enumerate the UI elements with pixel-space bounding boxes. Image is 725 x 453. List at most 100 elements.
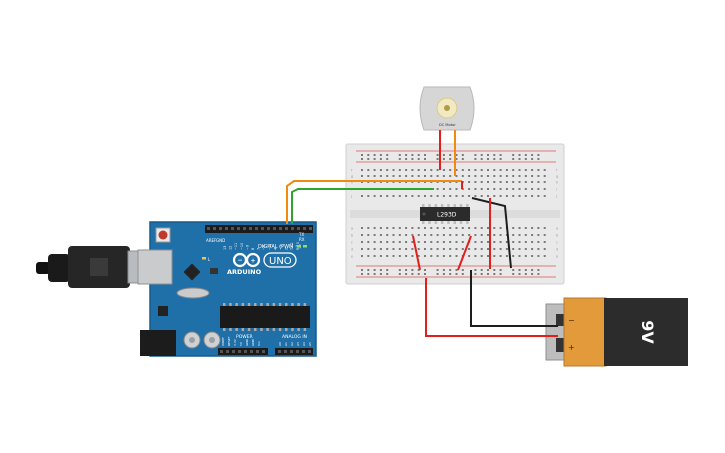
- terminal-hole[interactable]: [468, 227, 471, 229]
- terminal-hole[interactable]: [417, 195, 420, 197]
- terminal-hole[interactable]: [436, 227, 439, 229]
- terminal-hole[interactable]: [411, 241, 414, 243]
- rail-hole[interactable]: [455, 269, 458, 271]
- terminal-hole[interactable]: [424, 175, 426, 177]
- terminal-hole[interactable]: [367, 248, 370, 250]
- terminal-hole[interactable]: [512, 234, 515, 236]
- terminal-hole[interactable]: [531, 175, 534, 177]
- terminal-hole[interactable]: [379, 195, 382, 197]
- terminal-hole[interactable]: [499, 181, 502, 183]
- terminal-hole[interactable]: [524, 188, 527, 190]
- terminal-hole[interactable]: [455, 241, 458, 243]
- rail-hole[interactable]: [405, 158, 408, 160]
- digital-header-pin[interactable]: [207, 227, 210, 230]
- terminal-hole[interactable]: [474, 195, 477, 197]
- terminal-hole[interactable]: [512, 188, 515, 190]
- terminal-hole[interactable]: [505, 195, 508, 197]
- rail-hole[interactable]: [518, 273, 521, 275]
- terminal-hole[interactable]: [543, 241, 546, 243]
- terminal-hole[interactable]: [474, 241, 477, 243]
- terminal-hole[interactable]: [512, 195, 515, 197]
- rail-hole[interactable]: [487, 154, 489, 156]
- rail-hole[interactable]: [386, 269, 389, 271]
- terminal-hole[interactable]: [455, 234, 458, 236]
- rail-hole[interactable]: [487, 158, 489, 160]
- rail-hole[interactable]: [411, 273, 414, 275]
- rail-hole[interactable]: [512, 269, 515, 271]
- terminal-hole[interactable]: [367, 227, 370, 229]
- terminal-hole[interactable]: [480, 175, 483, 177]
- rail-hole[interactable]: [493, 154, 496, 156]
- terminal-hole[interactable]: [493, 175, 496, 177]
- terminal-hole[interactable]: [398, 227, 401, 229]
- terminal-hole[interactable]: [474, 175, 477, 177]
- power-header-pin[interactable]: [226, 350, 229, 353]
- terminal-hole[interactable]: [480, 195, 483, 197]
- terminal-hole[interactable]: [424, 195, 426, 197]
- terminal-hole[interactable]: [361, 248, 363, 250]
- terminal-hole[interactable]: [430, 227, 433, 229]
- terminal-hole[interactable]: [386, 227, 389, 229]
- terminal-hole[interactable]: [468, 188, 471, 190]
- terminal-hole[interactable]: [524, 255, 527, 257]
- rail-hole[interactable]: [474, 269, 477, 271]
- terminal-hole[interactable]: [392, 248, 395, 250]
- terminal-hole[interactable]: [461, 195, 464, 197]
- rail-hole[interactable]: [367, 158, 370, 160]
- terminal-hole[interactable]: [361, 241, 363, 243]
- terminal-hole[interactable]: [487, 248, 489, 250]
- terminal-hole[interactable]: [461, 169, 464, 171]
- terminal-hole[interactable]: [518, 227, 521, 229]
- terminal-hole[interactable]: [543, 227, 546, 229]
- rail-hole[interactable]: [524, 269, 527, 271]
- rail-hole[interactable]: [474, 158, 477, 160]
- rail-hole[interactable]: [424, 269, 426, 271]
- terminal-hole[interactable]: [537, 234, 540, 236]
- terminal-hole[interactable]: [455, 195, 458, 197]
- terminal-hole[interactable]: [449, 255, 452, 257]
- rail-hole[interactable]: [424, 273, 426, 275]
- terminal-hole[interactable]: [487, 188, 489, 190]
- rail-hole[interactable]: [455, 154, 458, 156]
- terminal-hole[interactable]: [373, 234, 376, 236]
- rail-hole[interactable]: [386, 154, 389, 156]
- terminal-hole[interactable]: [442, 195, 445, 197]
- terminal-hole[interactable]: [379, 241, 382, 243]
- rail-hole[interactable]: [361, 154, 363, 156]
- terminal-hole[interactable]: [442, 241, 445, 243]
- terminal-hole[interactable]: [405, 248, 408, 250]
- terminal-hole[interactable]: [499, 175, 502, 177]
- dc-motor[interactable]: DC Motor: [419, 86, 475, 131]
- terminal-hole[interactable]: [487, 255, 489, 257]
- rail-hole[interactable]: [524, 158, 527, 160]
- reset-button[interactable]: [158, 230, 168, 240]
- digital-header-pin[interactable]: [243, 227, 246, 230]
- digital-header-pin[interactable]: [237, 227, 240, 230]
- terminal-hole[interactable]: [537, 169, 540, 171]
- terminal-hole[interactable]: [411, 195, 414, 197]
- terminal-hole[interactable]: [405, 169, 408, 171]
- terminal-hole[interactable]: [493, 195, 496, 197]
- rail-hole[interactable]: [480, 158, 483, 160]
- terminal-hole[interactable]: [386, 195, 389, 197]
- rail-hole[interactable]: [442, 158, 445, 160]
- analog-header-pin[interactable]: [302, 350, 305, 353]
- rail-hole[interactable]: [531, 269, 534, 271]
- rail-hole[interactable]: [518, 269, 521, 271]
- terminal-hole[interactable]: [436, 241, 439, 243]
- rail-hole[interactable]: [379, 154, 382, 156]
- rail-hole[interactable]: [537, 273, 540, 275]
- terminal-hole[interactable]: [531, 195, 534, 197]
- rail-hole[interactable]: [379, 158, 382, 160]
- terminal-hole[interactable]: [367, 195, 370, 197]
- terminal-hole[interactable]: [373, 195, 376, 197]
- rail-hole[interactable]: [512, 273, 515, 275]
- rail-hole[interactable]: [417, 158, 420, 160]
- terminal-hole[interactable]: [537, 227, 540, 229]
- terminal-hole[interactable]: [361, 255, 363, 257]
- rail-hole[interactable]: [461, 158, 464, 160]
- terminal-hole[interactable]: [379, 255, 382, 257]
- terminal-hole[interactable]: [493, 227, 496, 229]
- terminal-hole[interactable]: [531, 188, 534, 190]
